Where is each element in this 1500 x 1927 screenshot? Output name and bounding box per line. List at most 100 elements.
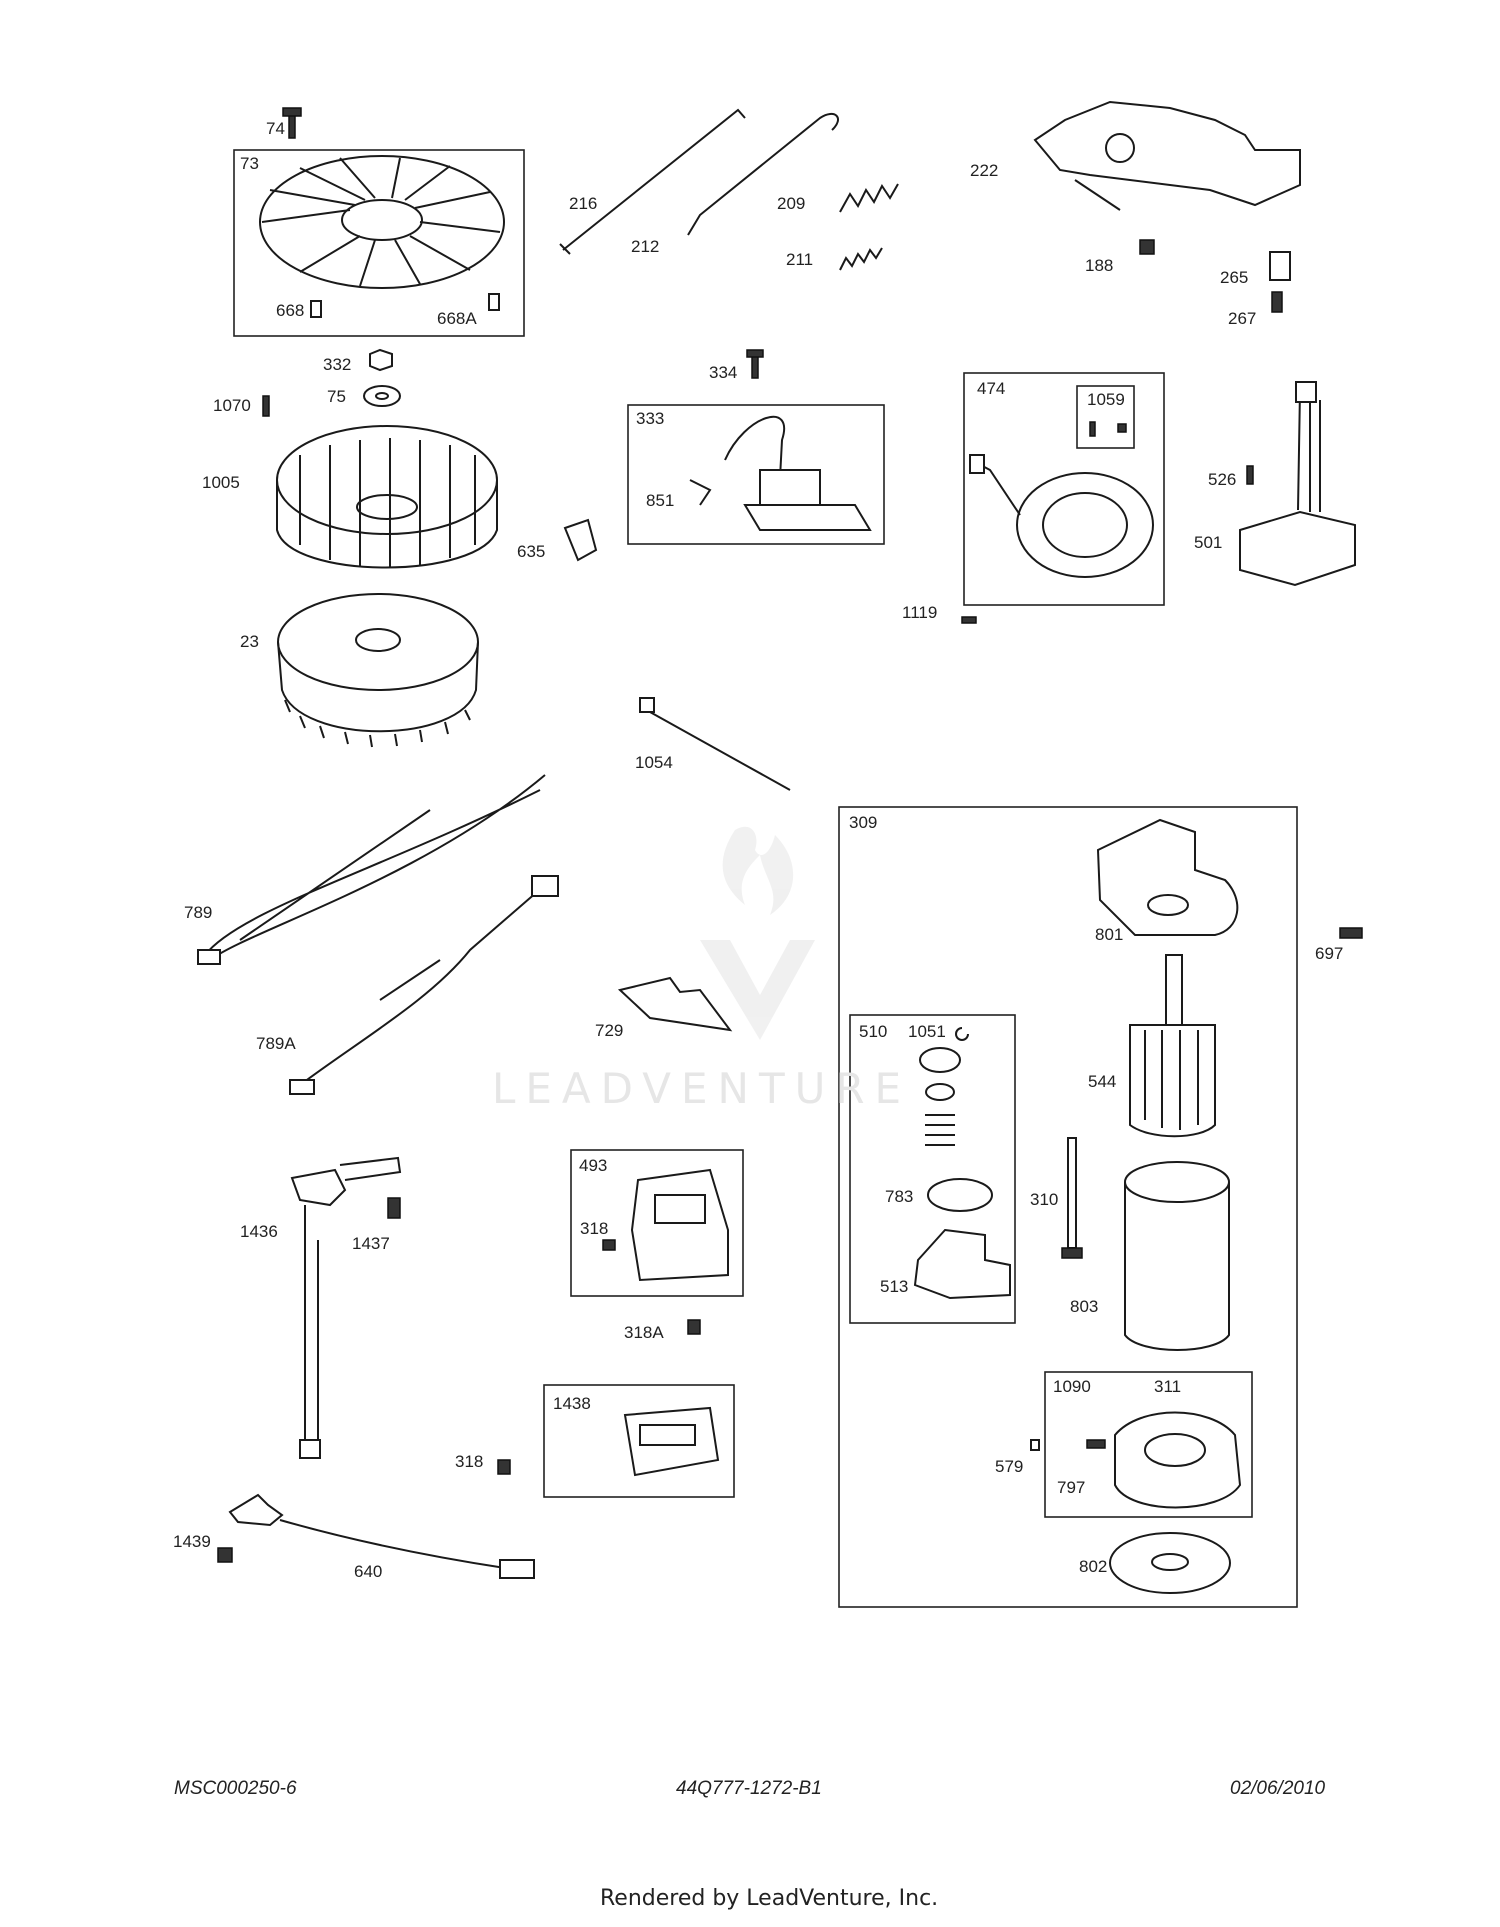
label-526: 526 — [1208, 470, 1237, 489]
nut-332-icon — [369, 348, 393, 372]
watermark-text: LEADVENTURE — [492, 1064, 912, 1113]
label-310: 310 — [1030, 1190, 1059, 1209]
label-265: 265 — [1220, 268, 1249, 287]
footer-diagram-code: MSC000250-6 — [174, 1778, 297, 1799]
label-1119: 1119 — [902, 603, 938, 622]
label-332: 332 — [323, 355, 352, 374]
control-bracket-222-icon — [1033, 100, 1301, 211]
render-credit: Rendered by LeadVenture, Inc. — [600, 1886, 939, 1911]
housing-803-icon — [1124, 1161, 1230, 1351]
gasket-729-icon — [617, 976, 733, 1032]
label-1070: 1070 — [213, 396, 251, 415]
label-797: 797 — [1057, 1478, 1086, 1497]
screw-267-icon — [1271, 291, 1283, 313]
screw-1439-icon — [217, 1547, 233, 1563]
label-1436: 1436 — [240, 1222, 278, 1241]
label-1051: 1051 — [908, 1022, 946, 1041]
screw-318-icon — [602, 1239, 616, 1251]
module-493-icon — [630, 1168, 729, 1282]
label-640: 640 — [354, 1562, 383, 1581]
label-501: 501 — [1194, 533, 1223, 552]
label-668: 668 — [276, 301, 305, 320]
label-216: 216 — [569, 194, 598, 213]
retainer-1051-icon — [955, 1027, 969, 1041]
label-635: 635 — [517, 542, 546, 561]
footer-date: 02/06/2010 — [1230, 1778, 1326, 1799]
rod-212-icon — [687, 112, 839, 236]
box-label-510: 510 — [859, 1022, 888, 1041]
screw-334-icon — [746, 349, 764, 379]
flywheel-23-icon — [277, 593, 479, 748]
blower-housing-icon — [259, 155, 505, 289]
label-74: 74 — [266, 119, 285, 138]
label-801: 801 — [1095, 925, 1124, 944]
regulator-501-icon — [1239, 381, 1356, 587]
label-729: 729 — [595, 1021, 624, 1040]
pin-668a-icon — [488, 293, 500, 311]
screw-188-icon — [1139, 239, 1155, 255]
spark-plug-boot-635-icon — [563, 518, 598, 562]
label-544: 544 — [1088, 1072, 1117, 1091]
spring-209-icon — [839, 183, 899, 213]
armature-544-icon — [1129, 954, 1216, 1138]
label-789a: 789A — [256, 1034, 296, 1053]
box-label-474: 474 — [977, 379, 1006, 398]
label-1439: 1439 — [173, 1532, 211, 1551]
box-493 — [570, 1149, 744, 1297]
harness-789-icon — [197, 774, 546, 965]
label-311: 311 — [1154, 1377, 1182, 1396]
watermark-logo-icon — [700, 826, 815, 1040]
clip-851-icon — [689, 479, 712, 506]
label-334: 334 — [709, 363, 738, 382]
screws-1059-icon — [1089, 421, 1127, 437]
label-222: 222 — [970, 161, 999, 180]
brush-holder-1090-icon — [1086, 1411, 1242, 1509]
label-188: 188 — [1085, 256, 1114, 275]
box-333 — [627, 404, 885, 545]
screw-318a-icon — [687, 1319, 701, 1335]
label-1054: 1054 — [635, 753, 673, 772]
box-73 — [233, 149, 525, 337]
screw-74-icon — [282, 107, 302, 139]
ignition-coil-333-icon — [724, 415, 872, 531]
box-474 — [963, 372, 1165, 606]
screw-1437-icon — [387, 1197, 401, 1219]
screw-526-icon — [1246, 465, 1254, 485]
washer-75-icon — [363, 385, 401, 407]
switch-1436-icon — [290, 1156, 402, 1459]
label-318b: 318 — [455, 1452, 484, 1471]
bolt-310-icon — [1061, 1137, 1083, 1259]
label-75: 75 — [327, 387, 346, 406]
box-label-73: 73 — [240, 154, 259, 173]
label-267: 267 — [1228, 309, 1257, 328]
label-209: 209 — [777, 194, 806, 213]
label-697: 697 — [1315, 944, 1344, 963]
label-1437: 1437 — [352, 1234, 390, 1253]
alternator-stator-474-icon — [969, 454, 1154, 578]
screw-1070-icon — [262, 395, 270, 417]
box-309 — [838, 806, 1298, 1608]
label-513: 513 — [880, 1277, 909, 1296]
rod-216-icon — [559, 108, 746, 255]
box-label-333: 333 — [636, 409, 665, 428]
wire-640-icon — [228, 1493, 535, 1579]
harness-789a-icon — [289, 875, 559, 1095]
label-318a: 318 — [580, 1219, 609, 1238]
label-851: 851 — [646, 491, 675, 510]
label-579: 579 — [995, 1457, 1024, 1476]
starter-bracket-801-icon — [1096, 818, 1239, 936]
pin-668-icon — [310, 300, 322, 318]
label-668a: 668A — [437, 309, 477, 328]
cable-tie-1054-icon — [639, 697, 791, 791]
spring-211-icon — [839, 247, 883, 271]
footer-part-number: 44Q777-1272-B1 — [676, 1778, 822, 1799]
label-803: 803 — [1070, 1297, 1099, 1316]
box-1059 — [1076, 385, 1135, 449]
drive-parts-510-icon — [913, 1047, 1011, 1300]
screw-318b-icon — [497, 1459, 511, 1475]
label-212: 212 — [631, 237, 660, 256]
label-802: 802 — [1079, 1557, 1108, 1576]
box-label-493: 493 — [579, 1156, 608, 1175]
box-label-1438: 1438 — [553, 1394, 591, 1413]
